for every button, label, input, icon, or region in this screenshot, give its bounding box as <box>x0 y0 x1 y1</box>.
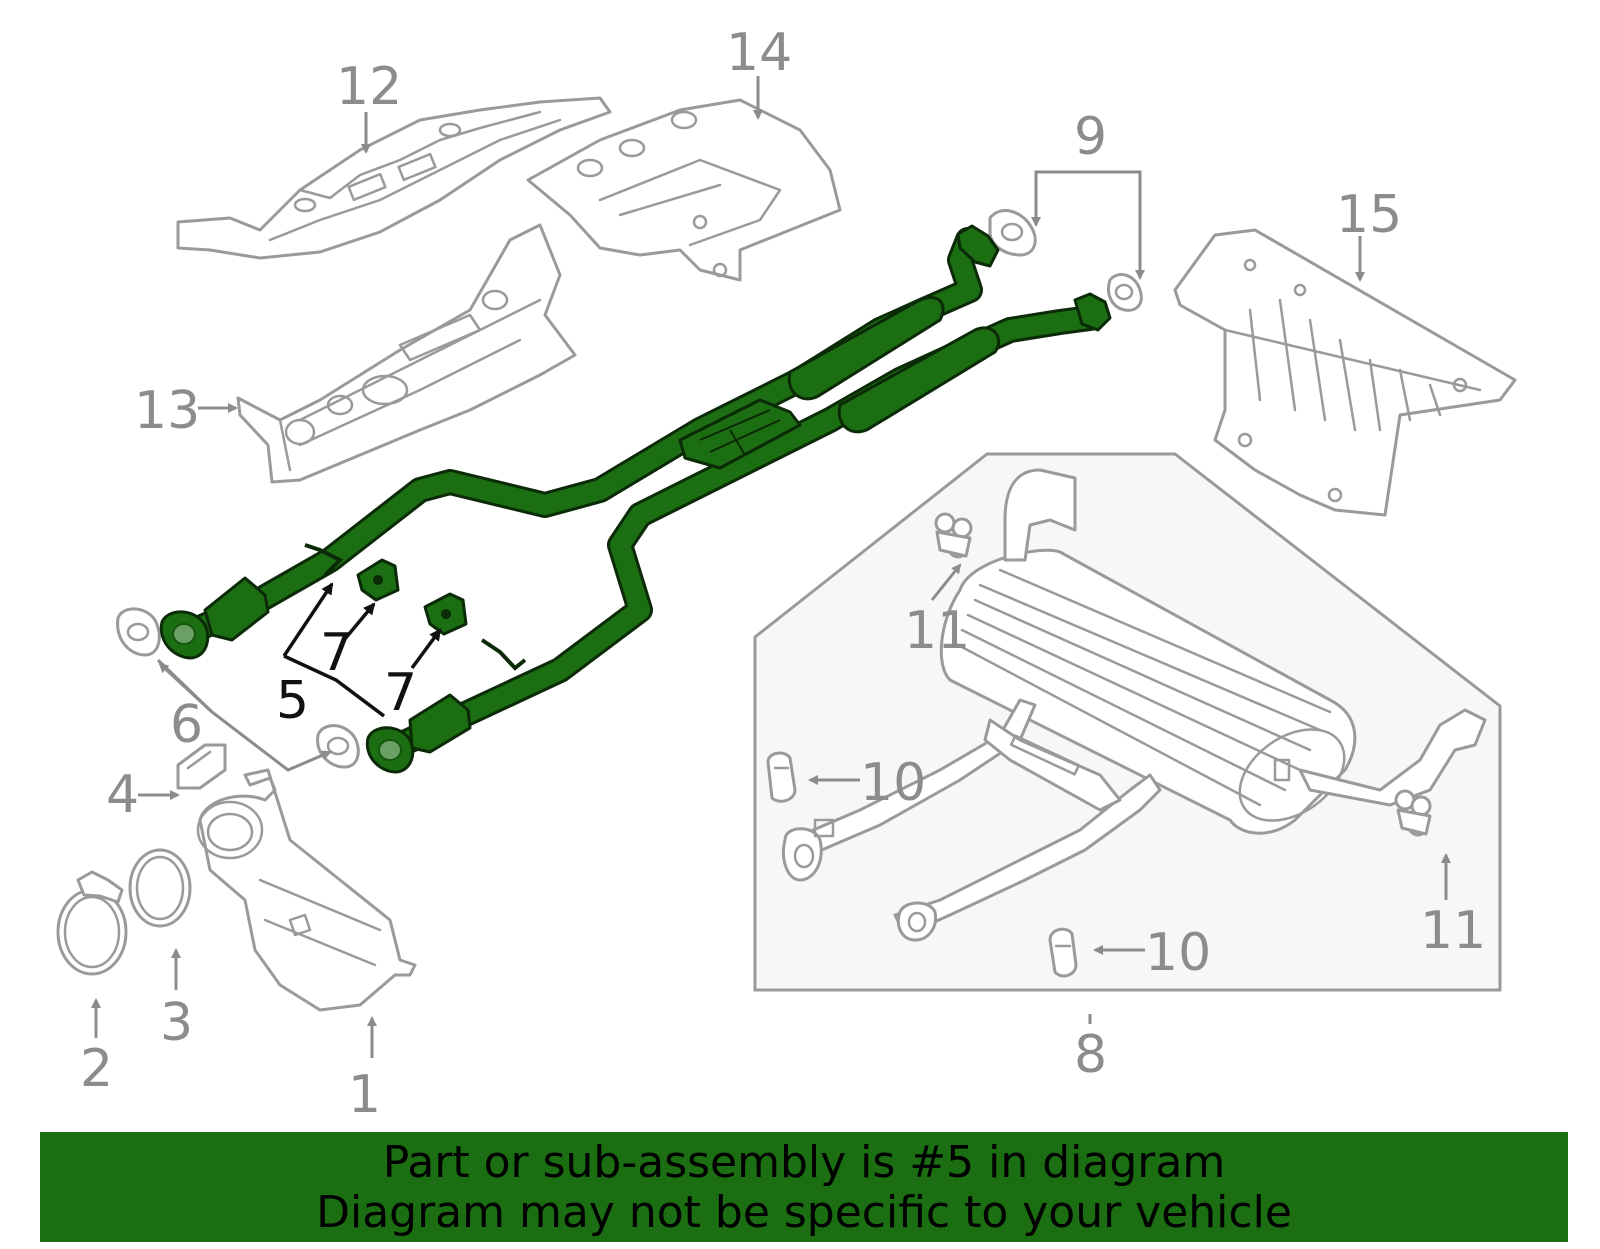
callout-4[interactable]: 4 <box>106 765 139 825</box>
catalytic-converter-1[interactable] <box>196 768 417 1012</box>
leader-lines <box>91 76 1451 1058</box>
banner-line-part: Part or sub-assembly is #5 in diagram <box>382 1137 1226 1188</box>
bracket-4[interactable] <box>176 743 227 790</box>
callout-5[interactable]: 5 <box>276 671 309 731</box>
heat-shield-13[interactable] <box>236 223 577 484</box>
info-banner: Part or sub-assembly is #5 in diagram Di… <box>40 1132 1568 1242</box>
callout-9[interactable]: 9 <box>1074 107 1107 167</box>
callout-15[interactable]: 15 <box>1336 185 1402 245</box>
leader-lines-highlight <box>282 582 442 718</box>
heat-shield-15[interactable] <box>1173 228 1517 517</box>
gasket-ring-3[interactable] <box>128 848 192 928</box>
pipe-right-branch <box>387 305 1103 758</box>
pipe-left-branch <box>187 227 983 641</box>
callout-11a[interactable]: 11 <box>904 601 970 661</box>
callout-1[interactable]: 1 <box>348 1065 381 1125</box>
callout-14[interactable]: 14 <box>726 23 792 83</box>
gasket-9b[interactable] <box>1107 273 1143 312</box>
callout-8[interactable]: 8 <box>1074 1025 1107 1085</box>
heat-shield-12[interactable] <box>176 96 612 260</box>
callout-labels: 1 2 3 4 5 6 7 7 8 9 10 10 11 11 12 13 14… <box>80 23 1486 1125</box>
heat-shield-14[interactable] <box>526 98 842 282</box>
callout-12[interactable]: 12 <box>336 57 402 117</box>
callout-2[interactable]: 2 <box>80 1039 113 1099</box>
callout-7a[interactable]: 7 <box>320 623 353 683</box>
callout-10a[interactable]: 10 <box>860 753 926 813</box>
muffler-assembly-8[interactable] <box>753 452 1502 992</box>
hanger-7b[interactable] <box>423 592 468 636</box>
callout-3[interactable]: 3 <box>160 993 193 1053</box>
callout-6[interactable]: 6 <box>170 695 203 755</box>
gasket-6a[interactable] <box>116 607 161 657</box>
callout-7b[interactable]: 7 <box>384 663 417 723</box>
intermediate-pipe-assembly-5[interactable] <box>159 224 1112 774</box>
isolator-11b[interactable] <box>1394 789 1432 837</box>
callout-11b[interactable]: 11 <box>1420 901 1486 961</box>
hanger-10b[interactable] <box>1048 927 1078 978</box>
callout-10b[interactable]: 10 <box>1145 923 1211 983</box>
hanger-7a[interactable] <box>356 558 400 602</box>
isolator-11a[interactable] <box>934 512 973 559</box>
clamp-2[interactable] <box>56 870 128 976</box>
gasket-6b[interactable] <box>316 724 360 769</box>
banner-line-disclaimer: Diagram may not be specific to your vehi… <box>316 1187 1292 1238</box>
hanger-10a[interactable] <box>766 751 797 803</box>
callout-13[interactable]: 13 <box>134 381 200 441</box>
